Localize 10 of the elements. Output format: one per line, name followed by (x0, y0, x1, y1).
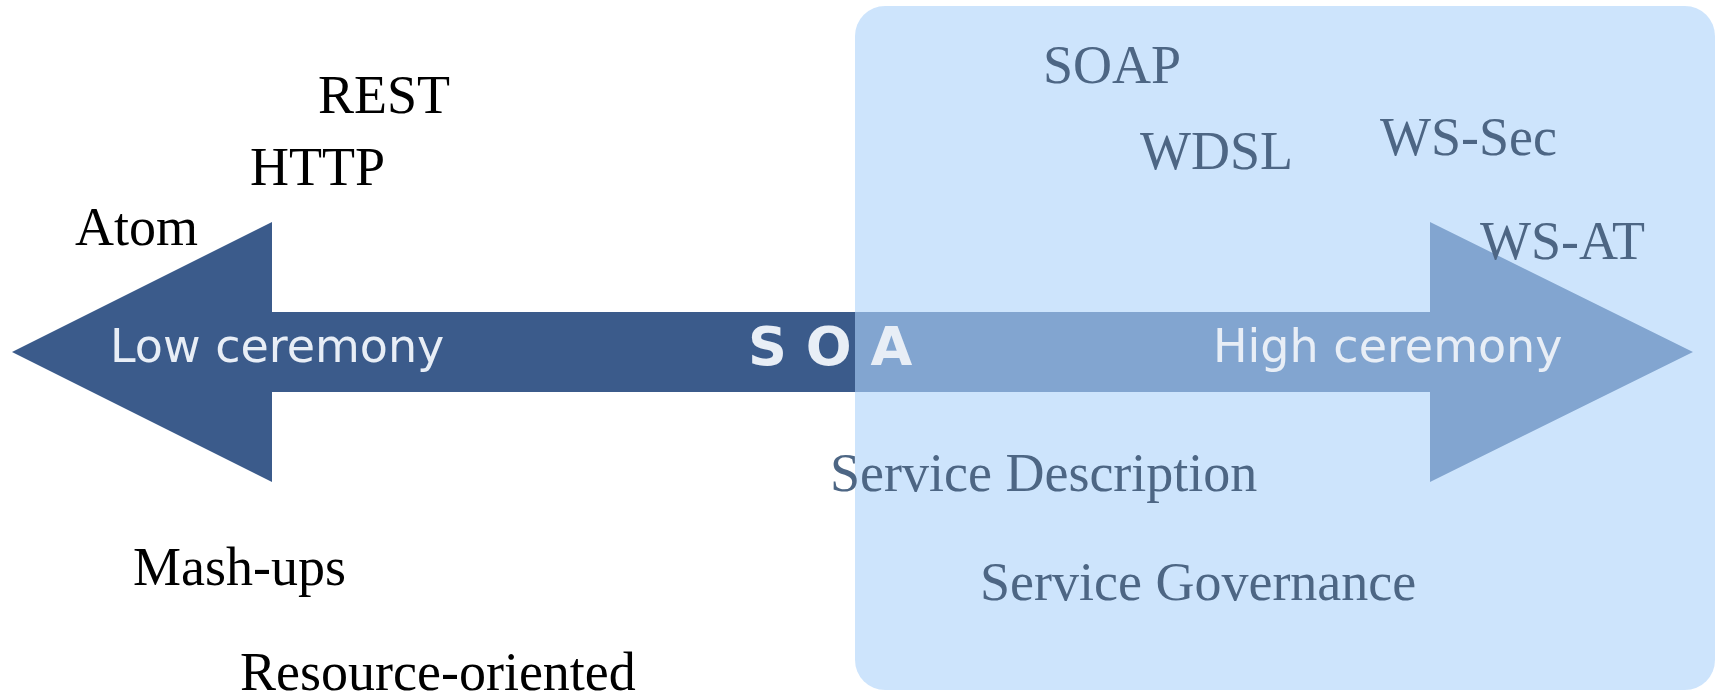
protocol-label: Atom (75, 200, 198, 254)
protocol-label: HTTP (250, 140, 385, 194)
protocol-label: REST (318, 68, 451, 122)
concept-label: Service Governance (980, 555, 1417, 609)
concept-label: Resource-oriented (240, 645, 636, 696)
protocol-label: WDSL (1140, 124, 1293, 178)
protocol-label: WS-AT (1480, 214, 1645, 268)
arrow-label: S O A (748, 320, 913, 374)
protocol-label: SOAP (1043, 38, 1182, 92)
protocol-label: WS-Sec (1380, 110, 1557, 164)
